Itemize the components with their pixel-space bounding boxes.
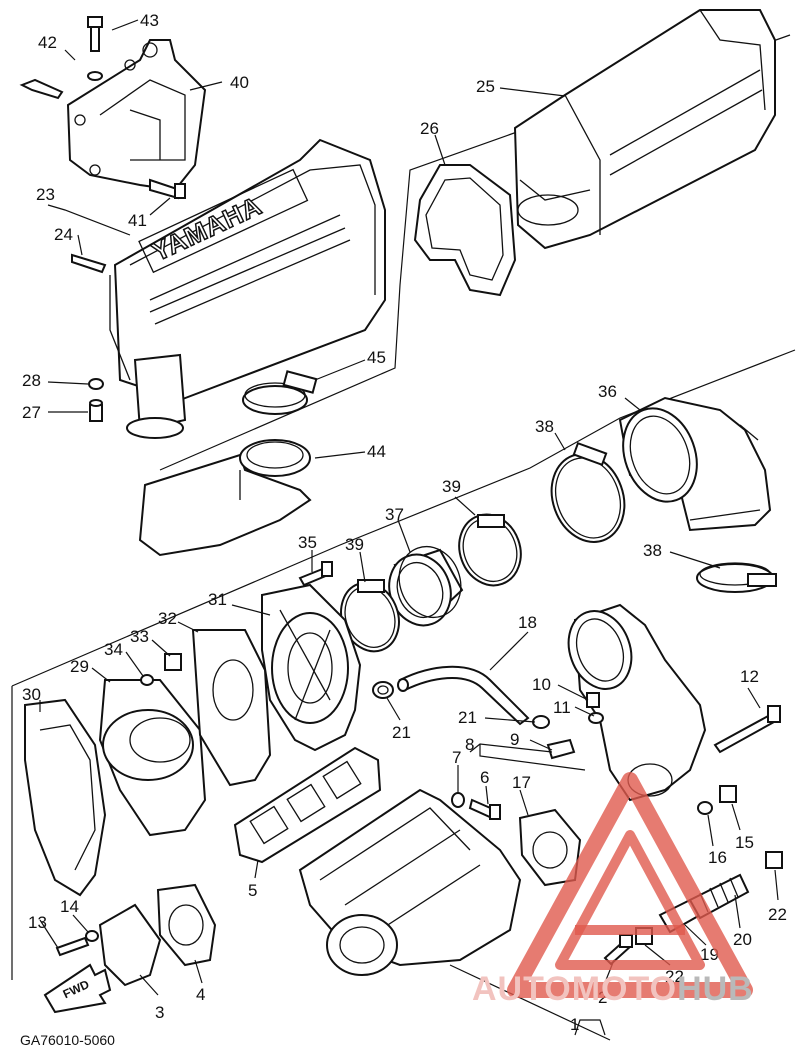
- plate-29: [98, 679, 207, 837]
- callout-16: 16: [708, 848, 727, 867]
- bolt-12: [713, 705, 781, 754]
- clip-21-right: [532, 715, 550, 729]
- clip-21-left: [372, 681, 394, 699]
- callout-37: 37: [385, 505, 404, 524]
- bolt-43: [87, 16, 103, 81]
- bolt-15: [719, 785, 737, 803]
- clamp-38-lower: [696, 562, 777, 593]
- callout-38-lower: 38: [643, 541, 662, 560]
- callout-5: 5: [248, 881, 257, 900]
- callout-34: 34: [104, 640, 123, 659]
- bolt-33: [164, 653, 182, 671]
- callout-30: 30: [22, 685, 41, 704]
- callout-39-right: 39: [442, 477, 461, 496]
- bolt-13: [55, 936, 90, 957]
- callout-21-left: 21: [392, 723, 411, 742]
- bolt-2: [603, 934, 633, 966]
- washer-7: [451, 792, 465, 808]
- gasket-5: [233, 746, 382, 864]
- leader-lines: [39, 19, 779, 1036]
- callout-39-left: 39: [345, 535, 364, 554]
- hose-44: [138, 439, 312, 557]
- callout-22-lower: 22: [665, 967, 684, 986]
- plate-4: [156, 883, 217, 967]
- callout-33: 33: [130, 627, 149, 646]
- intake-housing-1: [298, 788, 522, 976]
- bolt-41: [149, 178, 186, 200]
- mount-bracket-40: [66, 39, 207, 192]
- callout-41: 41: [128, 211, 147, 230]
- callout-22-right: 22: [768, 905, 787, 924]
- callout-8: 8: [465, 735, 474, 754]
- callout-35: 35: [298, 533, 317, 552]
- callout-38-upper: 38: [535, 417, 554, 436]
- washer-28: [88, 378, 104, 390]
- callout-numbers: 1 2 3 4 5 6 7 8 9 10 11 12 13 14 15 16 1…: [22, 11, 787, 1034]
- nut-22-right: [765, 851, 783, 869]
- callout-45: 45: [367, 348, 386, 367]
- bolt-24: [71, 253, 107, 274]
- bolt-42: [19, 78, 64, 100]
- callout-18: 18: [518, 613, 537, 632]
- fitting-10: [586, 692, 600, 708]
- washer-16: [697, 801, 713, 815]
- callout-21-right: 21: [458, 708, 477, 727]
- callout-1: 1: [570, 1015, 579, 1034]
- silencer-25: [513, 9, 776, 250]
- callout-17: 17: [512, 773, 531, 792]
- pump-housing-31: [261, 583, 362, 752]
- callout-25: 25: [476, 77, 495, 96]
- washer-14: [85, 930, 99, 942]
- bolt-6: [468, 798, 501, 820]
- clamp-45: [242, 370, 318, 415]
- callout-36: 36: [598, 382, 617, 401]
- callout-14: 14: [60, 897, 79, 916]
- nipple-9: [546, 738, 576, 760]
- washer-34: [140, 674, 154, 686]
- gasket-30: [24, 698, 107, 897]
- callout-27: 27: [22, 403, 41, 422]
- callout-40: 40: [230, 73, 249, 92]
- callout-23: 23: [36, 185, 55, 204]
- callout-6: 6: [480, 768, 489, 787]
- watermark-text-part1: AUTOMOTOHUB: [472, 970, 754, 1008]
- callout-15: 15: [735, 833, 754, 852]
- forward-arrow: FWD: [43, 963, 112, 1014]
- elbow-36: [618, 396, 772, 532]
- joint-37: [388, 545, 464, 627]
- clamp-38-upper: [550, 441, 626, 543]
- callout-11: 11: [553, 698, 571, 717]
- clamp-39-right: [458, 513, 522, 587]
- elbow-nozzle-upper: [567, 603, 707, 802]
- callout-20: 20: [733, 930, 752, 949]
- callout-29: 29: [70, 657, 89, 676]
- callout-31: 31: [208, 590, 227, 609]
- callout-10: 10: [532, 675, 551, 694]
- gasket-32: [191, 629, 272, 787]
- bolt-35: [298, 561, 333, 587]
- callout-9: 9: [510, 730, 519, 749]
- callout-26: 26: [420, 119, 439, 138]
- callout-42: 42: [38, 33, 57, 52]
- callout-43: 43: [140, 11, 159, 30]
- callout-7: 7: [452, 748, 461, 767]
- watermark-logo: AUTOMOTOHUB: [472, 772, 754, 1008]
- gasket-26: [413, 164, 517, 297]
- callout-3: 3: [155, 1003, 164, 1022]
- callout-4: 4: [196, 985, 205, 1004]
- bolt-27: [89, 399, 103, 422]
- clamp-39-left: [340, 579, 400, 653]
- callout-12: 12: [740, 667, 759, 686]
- callout-32: 32: [158, 609, 177, 628]
- callout-28: 28: [22, 371, 41, 390]
- callout-13: 13: [28, 913, 47, 932]
- callout-44: 44: [367, 442, 386, 461]
- callout-24: 24: [54, 225, 73, 244]
- cover-3: [98, 903, 162, 987]
- diagram-code: GA76010-5060: [20, 1032, 115, 1048]
